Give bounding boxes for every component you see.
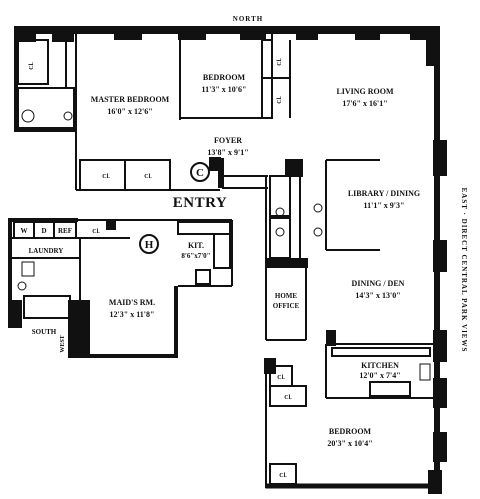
closet-label: Cl. <box>277 96 283 104</box>
bedroom-south-name: Bedroom <box>329 427 372 436</box>
library-dining-dims: 11'1" x 9'3" <box>364 201 405 210</box>
dining-den-name: Dining / Den <box>352 279 405 288</box>
closet-label: Cl. <box>92 229 100 235</box>
fixtures <box>17 109 431 381</box>
closet-label: Cl. <box>144 174 152 180</box>
closet-label: Cl. <box>102 174 110 180</box>
bedroom-north-name: Bedroom <box>203 73 246 82</box>
maids-rm-dims: 12'3" x 11'8" <box>110 310 155 319</box>
view-label: East · Direct Central Park Views <box>460 188 468 353</box>
foyer-dims: 13'8" x 9'1" <box>207 148 248 157</box>
closet-label: Cl. <box>277 375 285 381</box>
refrigerator-label: REF <box>58 227 72 235</box>
bedroom-north-dims: 11'3" x 10'6" <box>202 85 247 94</box>
svg-text:H: H <box>145 239 154 251</box>
living-room-name: Living Room <box>336 87 394 96</box>
master-bedroom-name: Master Bedroom <box>91 95 170 104</box>
closet-label: Cl. <box>284 395 292 401</box>
foyer-name: Foyer <box>214 136 242 145</box>
entry-label: ENTRY <box>173 195 227 211</box>
interior-walls <box>12 34 434 488</box>
svg-text:C: C <box>196 167 204 179</box>
symbol-h: H <box>139 234 159 254</box>
master-bedroom-dims: 16'0" x 12'6" <box>107 107 152 116</box>
closet-label: Cl. <box>277 58 283 66</box>
home-office-line1: Home <box>275 292 297 300</box>
closet-label: Cl. <box>29 62 35 70</box>
dryer-label: D <box>41 227 46 235</box>
exterior-walls <box>8 26 447 494</box>
living-room-dims: 17'6" x 16'1" <box>342 99 387 108</box>
closet-label: Cl. <box>279 473 287 479</box>
wall-blocks <box>106 158 336 374</box>
compass-south: South <box>32 328 57 336</box>
dining-den-dims: 14'3" x 13'0" <box>355 291 400 300</box>
symbol-c: C <box>190 162 210 182</box>
kitchen-dims: 12'0" x 7'4" <box>359 371 400 380</box>
kit-name: Kit. <box>188 241 204 250</box>
compass-west: West <box>60 335 66 352</box>
compass-north: North <box>233 15 263 23</box>
library-dining-name: Library / Dining <box>348 189 420 198</box>
kitchen-name: Kitchen <box>361 361 399 370</box>
bedroom-south-dims: 20'3" x 10'4" <box>327 439 372 448</box>
washer-label: W <box>21 227 28 235</box>
laundry-name: Laundry <box>29 247 64 255</box>
maids-rm-name: Maid's Rm. <box>109 298 155 307</box>
kit-dims: 8'6"x7'0" <box>181 252 210 260</box>
home-office-line2: Office <box>273 302 300 310</box>
